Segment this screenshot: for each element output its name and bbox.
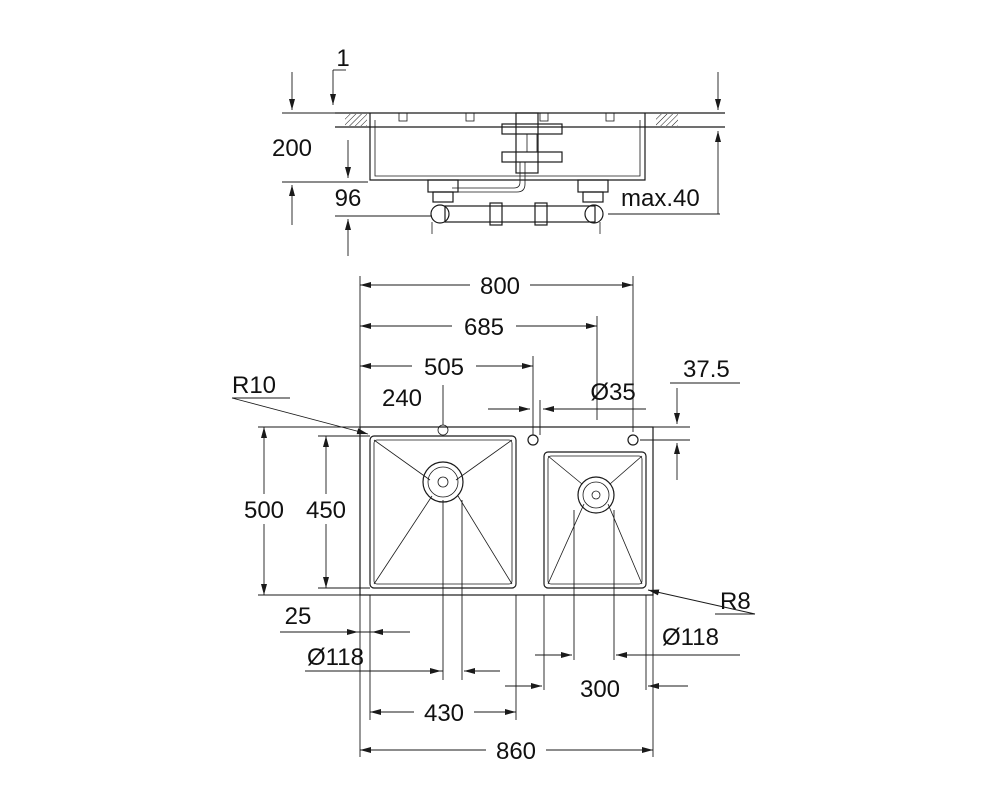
top-view-extension-lines xyxy=(258,276,690,757)
dim-450-label: 450 xyxy=(306,497,346,524)
dim-37-5-label: 37.5 xyxy=(683,356,730,383)
dim-800-label: 800 xyxy=(480,273,520,300)
dim-thickness-label: 1 xyxy=(336,45,349,72)
bowl-body xyxy=(369,113,646,181)
dim-200-label: 200 xyxy=(272,135,312,162)
dim-118-right-label: Ø118 xyxy=(662,624,719,651)
dim-505-label: 505 xyxy=(424,354,464,381)
dim-118-left-label: Ø118 xyxy=(307,644,364,671)
dim-430-label: 430 xyxy=(424,700,464,727)
tap-hole-left xyxy=(527,434,539,446)
dim-r8-label: R8 xyxy=(720,588,751,615)
dim-r10-leader xyxy=(231,397,369,435)
small-bowl-outline xyxy=(543,451,647,589)
dim-500-label: 500 xyxy=(244,497,284,524)
drain-pipe xyxy=(430,202,604,234)
dim-860-label: 860 xyxy=(496,738,536,765)
rim-hatch-left xyxy=(345,114,367,126)
small-bowl-slopes xyxy=(547,455,643,585)
waste-outlet-left xyxy=(427,179,459,203)
clip-1 xyxy=(398,112,408,122)
overflow-bracket xyxy=(452,112,563,193)
side-view: 1 200 96 max.40 xyxy=(272,45,725,256)
bowl-inner-line xyxy=(374,120,641,177)
clip-4 xyxy=(605,112,615,122)
clip-3 xyxy=(539,112,549,122)
main-bowl-slopes xyxy=(373,439,513,585)
main-waste xyxy=(422,461,464,503)
dim-25-label: 25 xyxy=(285,603,312,630)
clip-2 xyxy=(465,112,475,122)
top-view: 800 685 505 Ø35 R10 240 37.5 500 450 xyxy=(231,270,756,765)
dim-96-label: 96 xyxy=(335,185,362,212)
dim-240-label: 240 xyxy=(382,385,422,412)
rim-hatch-right xyxy=(656,114,678,126)
dim-300-label: 300 xyxy=(580,676,620,703)
small-waste xyxy=(577,476,615,514)
tap-hole-right xyxy=(627,434,639,446)
dim-r8-leader xyxy=(647,589,756,615)
dim-685-label: 685 xyxy=(464,314,504,341)
waste-outlet-right xyxy=(577,179,609,203)
dim-r10-label: R10 xyxy=(232,372,276,399)
small-bowl-inner xyxy=(547,455,643,585)
dim-35-label: Ø35 xyxy=(590,379,635,406)
dim-max40-label: max.40 xyxy=(621,185,700,212)
